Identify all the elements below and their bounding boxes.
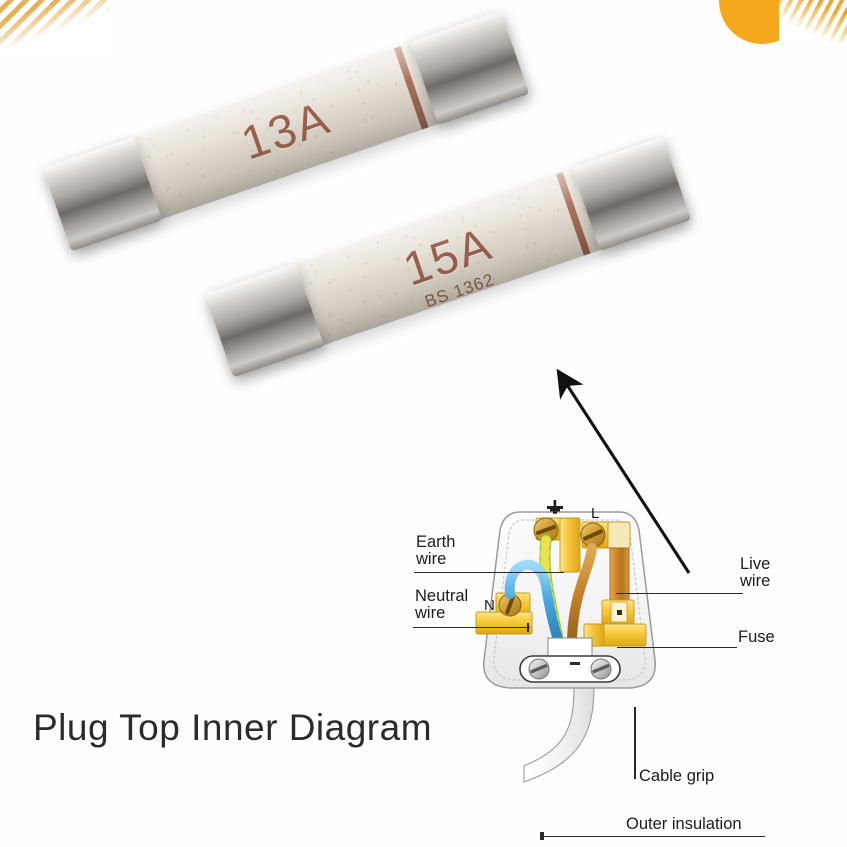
- page-title: Plug Top Inner Diagram: [33, 707, 433, 748]
- leader-live-wire: [616, 593, 743, 595]
- neutral-terminal-screw-icon: [498, 593, 522, 617]
- label-outer-insulation: Outer insulation: [626, 815, 742, 833]
- leader-neutral-wire: [413, 627, 530, 629]
- plug-fuse: [601, 547, 635, 625]
- corner-stripes-top-right-icon: [779, 0, 847, 42]
- neutral-terminal-label: N: [484, 597, 495, 614]
- leader-neutral-tick: [527, 623, 529, 632]
- live-terminal-label: L: [591, 505, 599, 522]
- live-wire-conductor: [567, 543, 597, 643]
- leader-fuse: [617, 647, 737, 649]
- live-terminal-screw-icon: [580, 522, 606, 548]
- cable-grip: [519, 655, 621, 683]
- leader-outer-insulation: [540, 836, 765, 838]
- plug-inner-diagram: L N: [475, 500, 657, 783]
- outer-insulation-cord: [523, 685, 595, 783]
- label-neutral-wire: Neutral wire: [415, 587, 469, 623]
- leader-outer-insulation-tick: [540, 832, 544, 840]
- cable-grip-screw-right-icon: [590, 658, 612, 680]
- neutral-wire: [504, 559, 563, 645]
- label-live-wire: Live wire: [740, 555, 771, 591]
- earth-symbol-icon: [547, 500, 563, 514]
- cable-grip-screw-left-icon: [528, 658, 550, 680]
- label-earth-wire: Earth wire: [416, 533, 456, 569]
- leader-cable-grip: [634, 707, 636, 779]
- leader-earth-wire: [414, 572, 564, 574]
- pointer-arrow-icon: [556, 368, 691, 574]
- label-cable-grip: Cable grip: [639, 767, 715, 785]
- label-fuse: Fuse: [738, 628, 775, 646]
- live-pin: [583, 623, 647, 647]
- earth-terminal-screw-icon: [533, 517, 559, 543]
- corner-stripes-top-left-icon: [0, 0, 110, 56]
- cable-sheath-stub: [547, 637, 593, 659]
